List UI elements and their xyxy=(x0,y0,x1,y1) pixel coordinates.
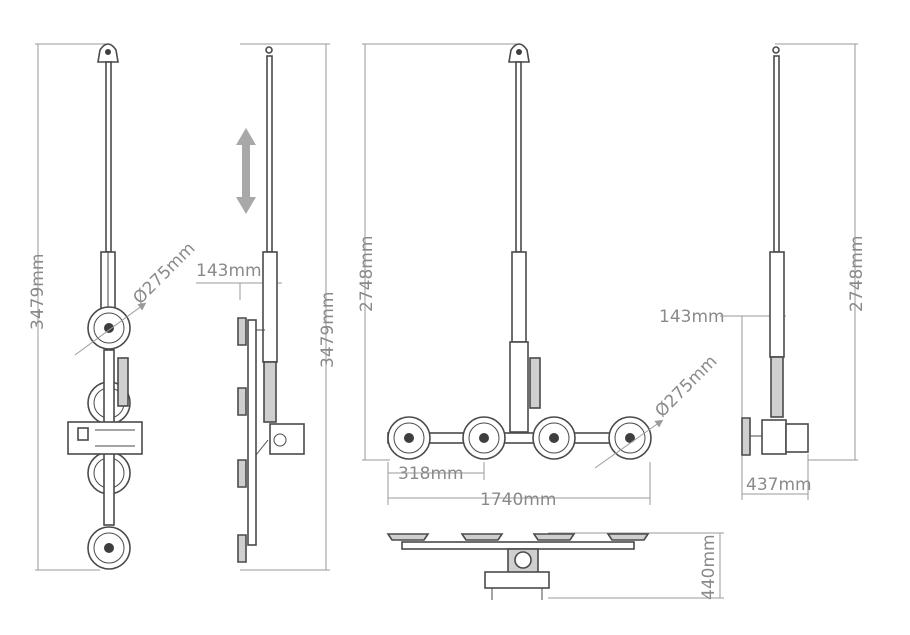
front-view: 3479mm Ø275mm xyxy=(28,43,199,571)
front-cup-diameter-label: Ø275mm xyxy=(129,239,199,309)
right-offset-label: 143mm xyxy=(659,307,725,327)
side-view: 3479mm 143mm xyxy=(196,43,338,571)
wide-cup-diameter-label: Ø275mm xyxy=(651,352,721,422)
wide-height-label: 2748mm xyxy=(357,236,377,312)
side-offset-label: 143mm xyxy=(196,261,262,281)
wide-view: 2748mm Ø275mm 318mm 1740mm xyxy=(357,43,721,510)
top-height-label: 440mm xyxy=(699,534,719,600)
front-height-label: 3479mm xyxy=(28,254,48,330)
right-view: 2748mm 143mm 437mm xyxy=(659,43,867,500)
right-height-label: 2748mm xyxy=(847,236,867,312)
wide-width-label: 1740mm xyxy=(480,490,556,510)
side-height-label: 3479mm xyxy=(318,292,338,368)
wide-cup-spacing-label: 318mm xyxy=(398,464,464,484)
up-down-arrow-icon xyxy=(236,128,256,214)
top-view: 440mm xyxy=(386,532,724,600)
right-depth-label: 437mm xyxy=(746,475,812,495)
